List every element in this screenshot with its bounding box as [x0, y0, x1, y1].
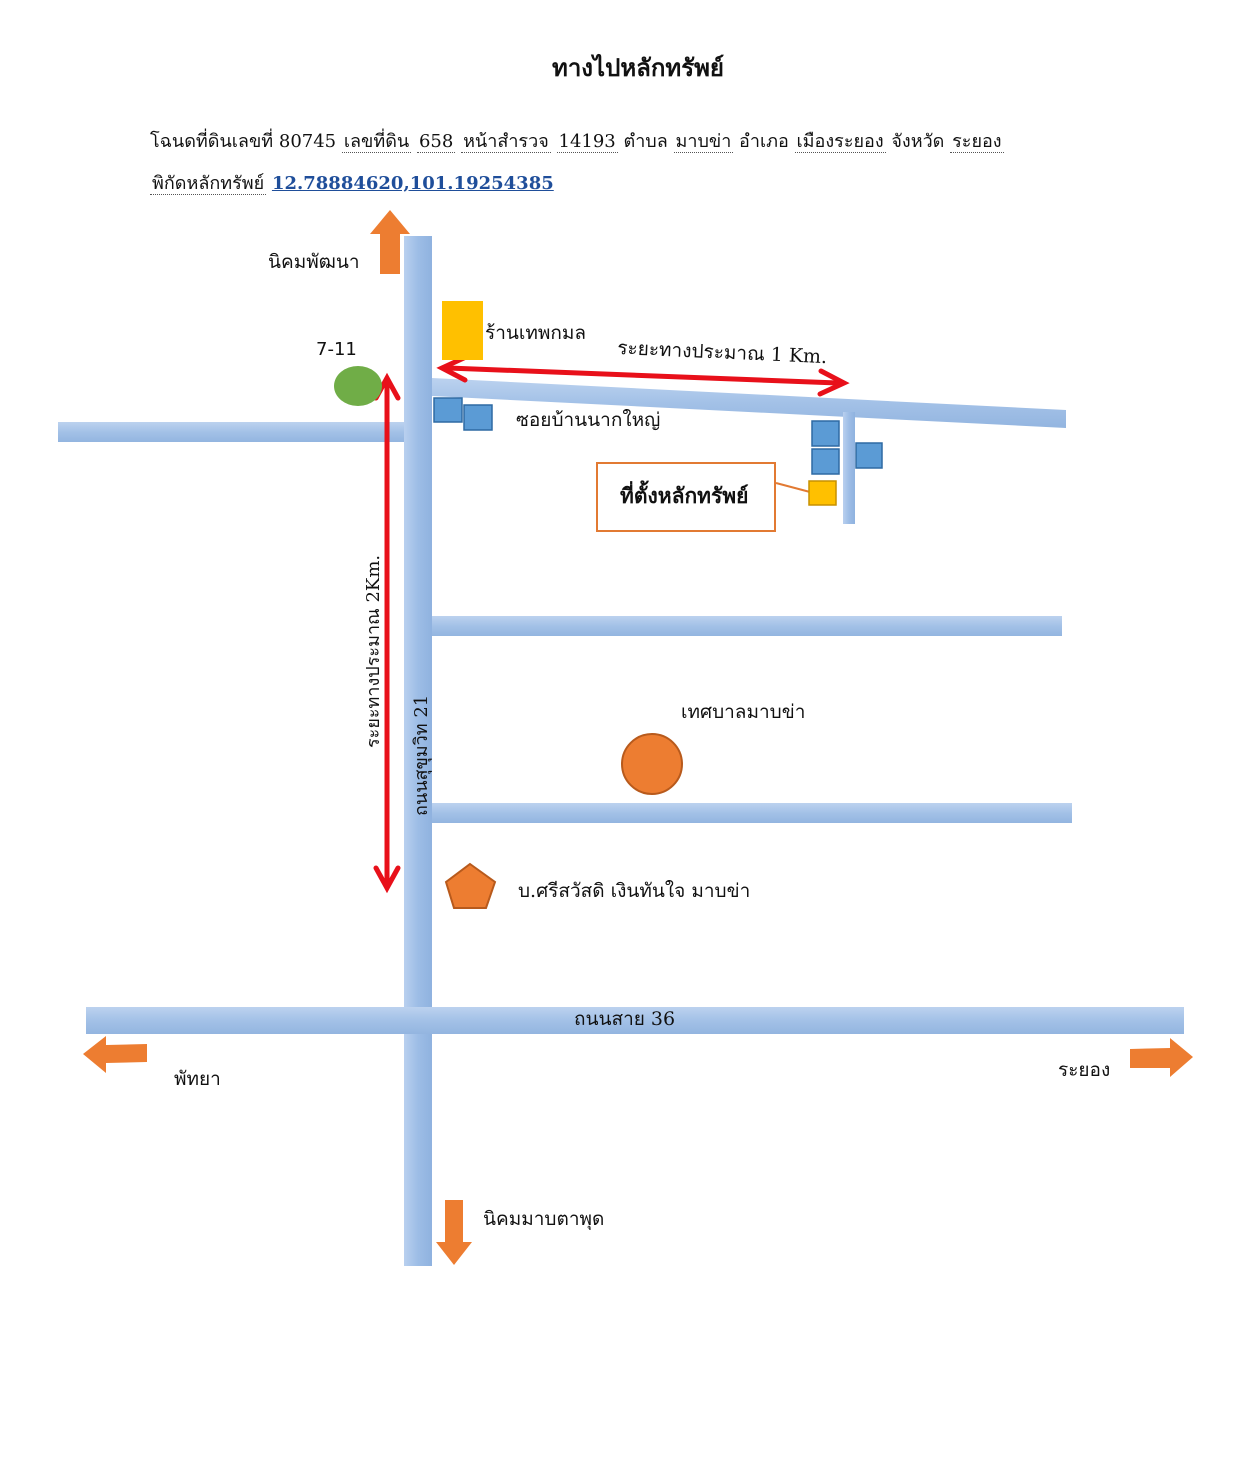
- road-east-branch-2: [432, 803, 1072, 823]
- soi-label: ซอยบ้านนากใหญ่: [516, 409, 661, 431]
- survey-label: หน้าสำรวจ: [461, 131, 551, 153]
- deed-label: โฉนดที่ดินเลขที่: [150, 131, 274, 152]
- property-label: ที่ตั้งหลักทรัพย์: [620, 483, 749, 508]
- house-icon: [811, 420, 840, 447]
- company-marker: [444, 862, 497, 909]
- distance-2-label: ระยะทางประมาณ 2Km.: [363, 554, 384, 748]
- house-icon: [463, 404, 493, 431]
- seven-eleven-marker: [334, 366, 382, 406]
- house-icon: [433, 397, 463, 423]
- arrow-east-icon: [1130, 1038, 1193, 1077]
- deed-info-line: โฉนดที่ดินเลขที่ 80745 เลขที่ดิน 658 หน้…: [150, 126, 1004, 155]
- coords-label: พิกัดหลักทรัพย์: [150, 173, 267, 195]
- road-soi-ban-nak-yai: [432, 378, 1066, 428]
- south-destination-label: นิคมมาบตาพุด: [483, 1208, 605, 1230]
- callout-pointer: [775, 482, 811, 493]
- road-36: [86, 1007, 1184, 1034]
- municipality-marker: [621, 733, 683, 795]
- land-label: เลขที่ดิน: [341, 131, 412, 153]
- subdistrict-value: มาบข่า: [673, 131, 734, 153]
- survey-number: 14193: [556, 131, 618, 153]
- property-callout-box: [596, 462, 776, 532]
- distance-arrow-horizontal: [436, 354, 850, 397]
- west-destination-label: พัทยา: [174, 1068, 221, 1090]
- subdistrict-label: ตำบล: [623, 131, 668, 152]
- deed-number: 80745: [278, 131, 337, 152]
- province-label: จังหวัด: [891, 131, 945, 152]
- road-west-branch: [58, 422, 404, 442]
- property-marker: [808, 480, 837, 506]
- road-36-label: ถนนสาย 36: [574, 1008, 676, 1030]
- land-number: 658: [416, 131, 456, 153]
- province-value: ระยอง: [950, 131, 1004, 153]
- road-main-label: ถนนสุขุมวิท 21: [411, 694, 432, 816]
- shop-marker: [442, 301, 483, 360]
- coords-link[interactable]: 12.78884620,101.19254385: [271, 173, 554, 194]
- district-label: อำเภอ: [739, 131, 789, 152]
- page-title: ทางไปหลักทรัพย์: [552, 53, 724, 82]
- house-icon: [811, 448, 840, 475]
- company-label: บ.ศรีสวัสดิ เงินทันใจ มาบข่า: [518, 880, 751, 902]
- north-destination-label: นิคมพัฒนา: [268, 251, 360, 273]
- shop-label: ร้านเทพกมล: [485, 322, 587, 344]
- house-icon: [855, 442, 883, 469]
- road-sukhumvit-21: [404, 236, 432, 1266]
- seven-eleven-label: 7-11: [316, 339, 357, 360]
- road-property-lane: [843, 412, 855, 524]
- east-destination-label: ระยอง: [1058, 1059, 1111, 1081]
- coords-line: พิกัดหลักทรัพย์ 12.78884620,101.19254385: [150, 168, 554, 197]
- arrow-south-icon: [436, 1200, 472, 1265]
- district-value: เมืองระยอง: [794, 131, 886, 153]
- arrow-west-icon: [83, 1036, 147, 1073]
- road-east-branch-1: [432, 616, 1062, 636]
- municipality-label: เทศบาลมาบข่า: [681, 701, 806, 723]
- arrow-north-icon: [370, 210, 410, 274]
